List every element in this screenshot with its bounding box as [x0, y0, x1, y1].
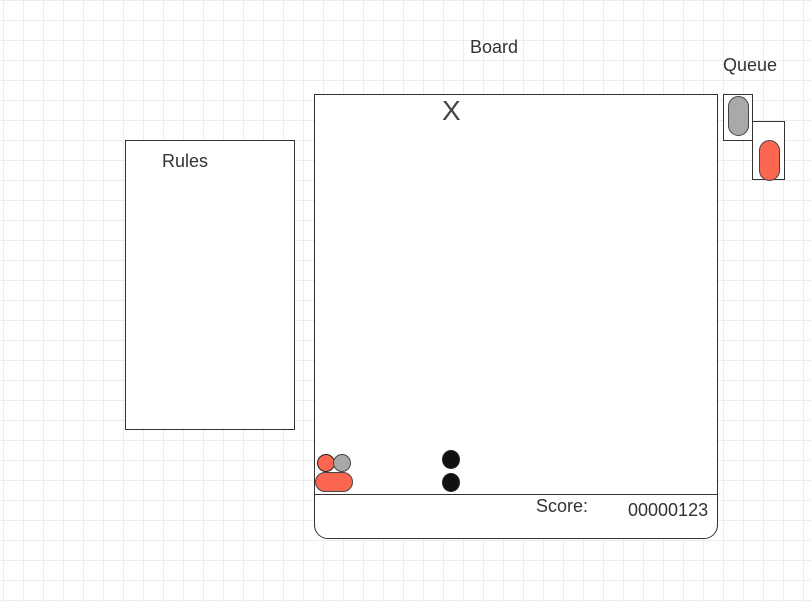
- score-label: Score:: [536, 496, 589, 516]
- queue-piece-gray: [728, 96, 749, 136]
- black-piece: [442, 473, 460, 492]
- score-bar: Score: 00000123: [314, 494, 718, 539]
- queue-title: Queue: [723, 55, 778, 75]
- queue-slot-2: [752, 121, 785, 181]
- red-piece-horizontal: [315, 472, 353, 492]
- rules-title: Rules: [162, 151, 209, 171]
- drop-marker: X: [442, 95, 461, 126]
- board-title: Board: [470, 37, 519, 57]
- gray-piece: [333, 454, 351, 472]
- score-value: 00000123: [628, 500, 709, 520]
- black-piece: [442, 450, 460, 469]
- game-board[interactable]: X: [314, 94, 718, 496]
- queue-piece-red: [759, 140, 780, 181]
- queue-slot-1: [723, 94, 753, 141]
- rules-panel: Rules: [125, 140, 295, 430]
